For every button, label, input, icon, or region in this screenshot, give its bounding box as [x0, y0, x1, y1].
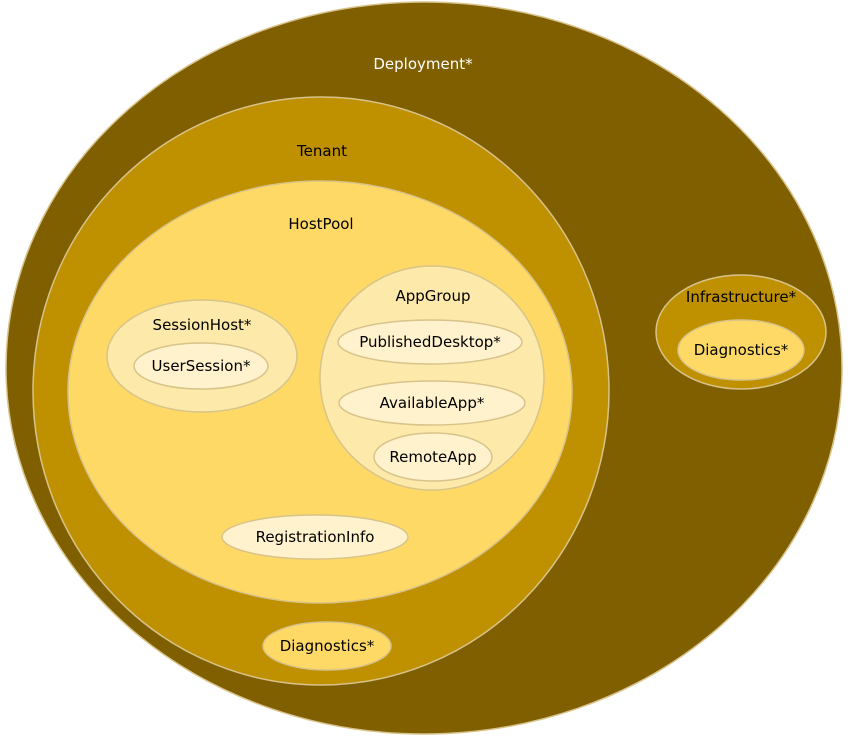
- infrastructure-diagnostics-ellipse: [677, 319, 805, 381]
- infrastructure-diagnostics-label: Diagnostics*: [694, 341, 789, 359]
- usersession-label: UserSession*: [152, 357, 251, 375]
- tenant-label: Tenant: [296, 142, 347, 160]
- sessionhost-label: SessionHost*: [153, 316, 252, 334]
- publisheddesktop-label: PublishedDesktop*: [359, 333, 501, 351]
- remoteapp-ellipse: [373, 432, 493, 482]
- deployment-label: Deployment*: [373, 55, 473, 73]
- tenant-diagnostics-label: Diagnostics*: [280, 637, 375, 655]
- usersession-ellipse: [133, 342, 269, 390]
- tenant-diagnostics-ellipse: [262, 621, 392, 671]
- remoteapp-label: RemoteApp: [389, 448, 476, 466]
- publisheddesktop-ellipse: [337, 319, 523, 365]
- appgroup-label: AppGroup: [396, 287, 471, 305]
- appgroup-ellipse: [319, 265, 545, 491]
- registrationinfo-ellipse: [221, 514, 409, 560]
- availableapp-label: AvailableApp*: [380, 394, 485, 412]
- availableapp-ellipse: [338, 380, 526, 426]
- hostpool-label: HostPool: [288, 215, 353, 233]
- infrastructure-label: Infrastructure*: [686, 288, 797, 306]
- registrationinfo-label: RegistrationInfo: [256, 528, 375, 546]
